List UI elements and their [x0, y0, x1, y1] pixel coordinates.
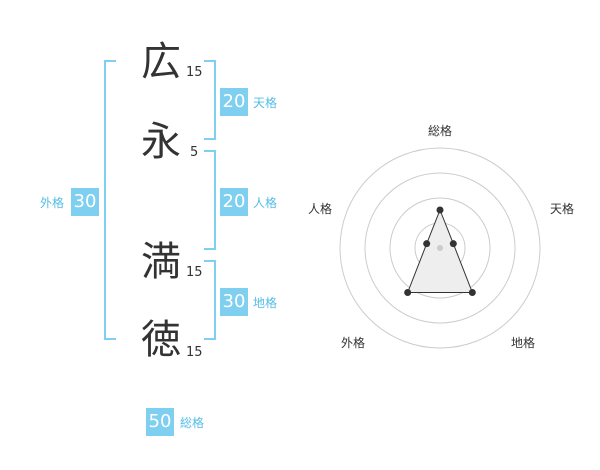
name-char-3: 満: [141, 239, 181, 285]
name-char-2: 永: [141, 119, 181, 165]
radar-ring-2: [389, 197, 491, 299]
radar-ring-4: [339, 147, 541, 349]
name-char-4-strokes: 15: [186, 345, 203, 360]
jinkaku-value: 20: [220, 188, 248, 216]
chikaku-bracket: [204, 260, 216, 340]
radar-area: [406, 208, 474, 293]
soukaku-value: 50: [146, 408, 174, 436]
chikaku-value: 30: [220, 288, 248, 316]
axis-label-jinkaku: 人格: [308, 202, 333, 216]
chikaku-label: 地格: [253, 296, 278, 310]
radar-ring-3: [364, 172, 516, 324]
radar-point-2: [449, 240, 457, 248]
axis-label-gaikaku: 外格: [341, 336, 366, 350]
tenkaku-value: 20: [220, 88, 248, 116]
gaikaku-bracket: [104, 60, 116, 340]
tenkaku-label: 天格: [253, 96, 278, 110]
gaikaku-value: 30: [71, 188, 99, 216]
jinkaku-label: 人格: [253, 196, 278, 210]
name-char-1: 広: [141, 39, 181, 85]
radar-point-1: [436, 206, 444, 214]
name-char-3-strokes: 15: [186, 265, 203, 280]
radar-center-dot: [437, 245, 443, 251]
tenkaku-bracket: [204, 60, 216, 140]
gaikaku-label: 外格: [40, 196, 65, 210]
jinkaku-bracket: [204, 150, 216, 250]
name-char-4: 徳: [141, 317, 181, 363]
radar-point-5: [423, 240, 431, 248]
name-char-1-strokes: 15: [186, 65, 203, 80]
name-char-2-strokes: 5: [190, 145, 199, 160]
soukaku-label: 総格: [180, 416, 205, 430]
axis-label-chikaku: 地格: [511, 336, 536, 350]
radar-point-4: [404, 288, 412, 296]
axis-label-soukaku: 総格: [428, 124, 453, 138]
radar-point-3: [468, 288, 476, 296]
axis-label-tenkaku: 天格: [550, 202, 575, 216]
